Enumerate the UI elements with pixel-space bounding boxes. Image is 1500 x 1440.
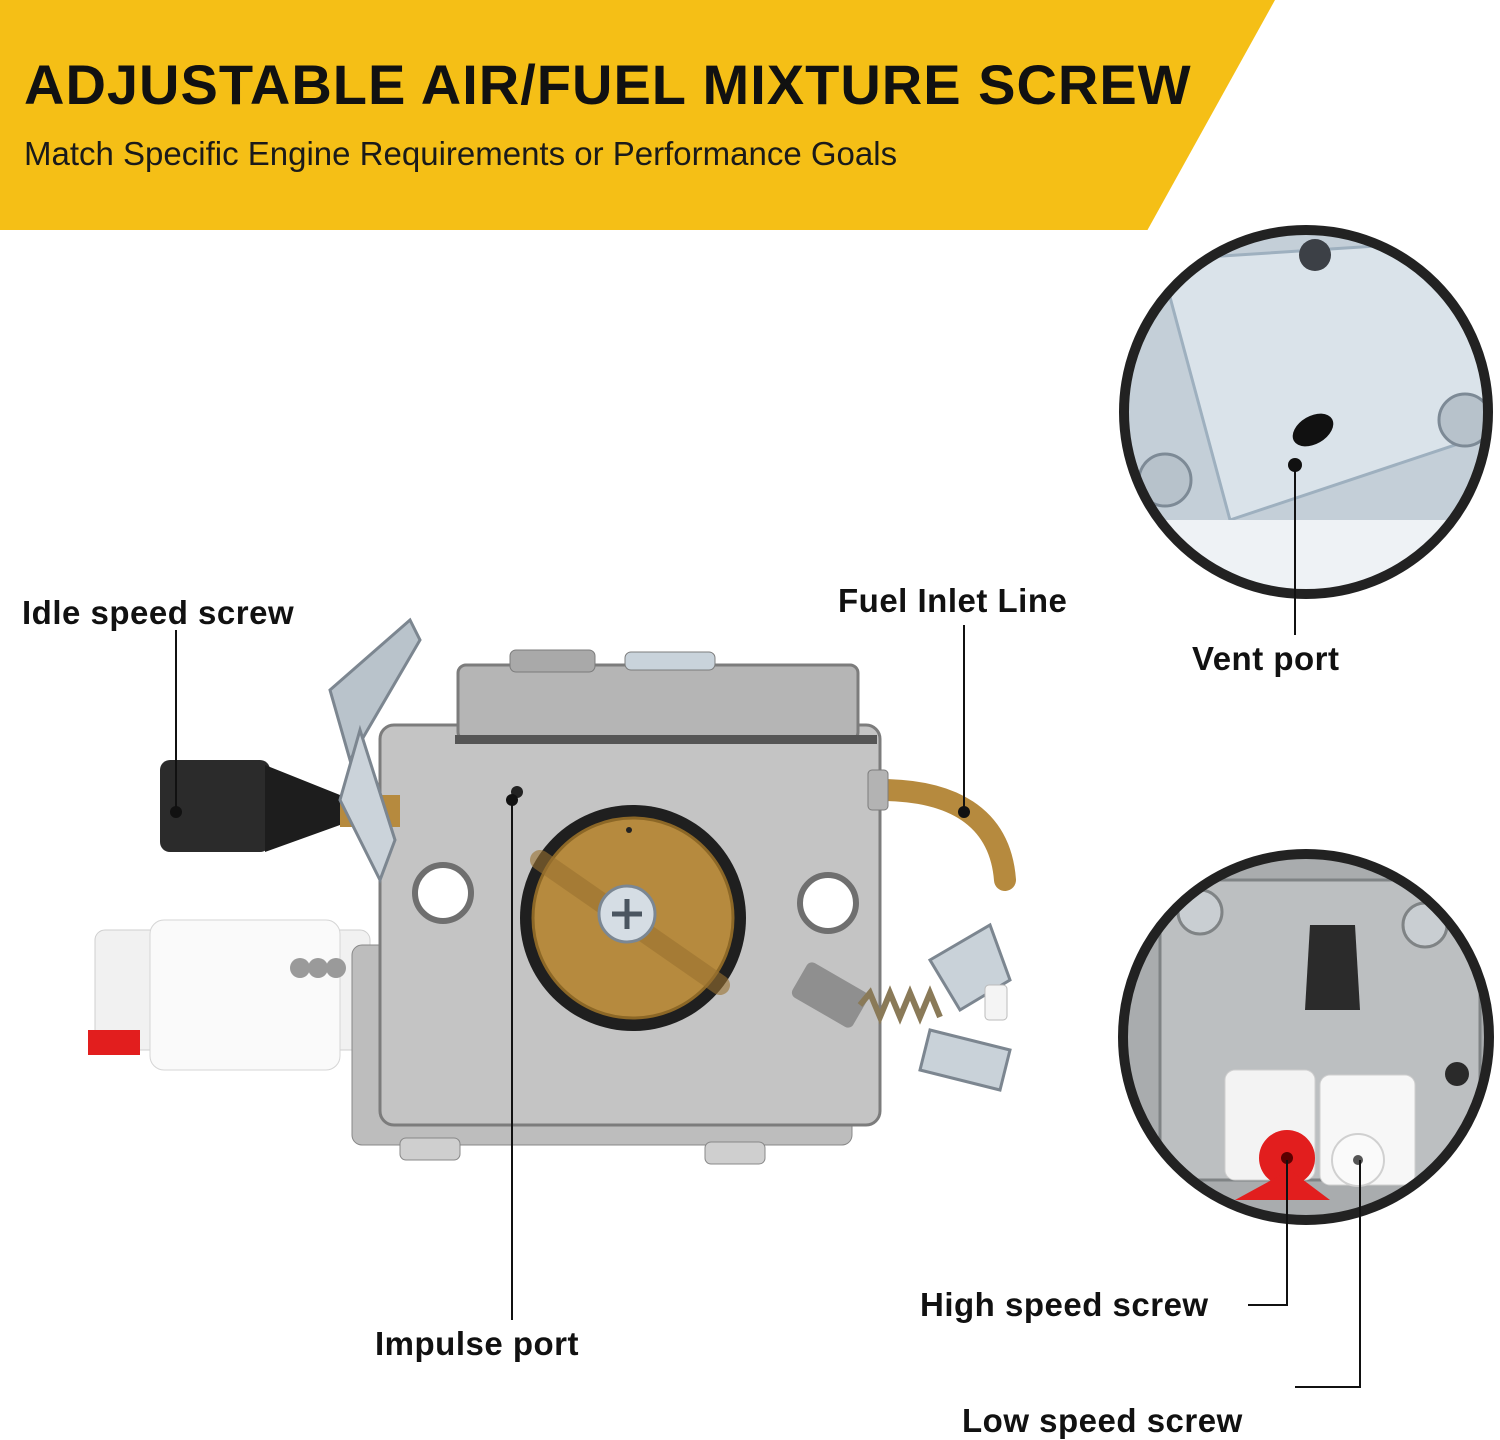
fuel-inlet-marker bbox=[958, 806, 970, 818]
carburetor-image bbox=[88, 617, 1016, 1165]
idle-speed-label: Idle speed screw bbox=[22, 594, 295, 631]
page-title: ADJUSTABLE AIR/FUEL MIXTURE SCREW bbox=[24, 53, 1192, 116]
idle-speed-marker bbox=[170, 806, 182, 818]
vent-port-label: Vent port bbox=[1192, 640, 1340, 677]
impulse-port-marker bbox=[506, 794, 518, 806]
header-banner bbox=[0, 0, 1275, 230]
fuel-inlet-label: Fuel Inlet Line bbox=[838, 582, 1068, 619]
screw-head-icon bbox=[612, 899, 642, 929]
vent-port-detail bbox=[1119, 225, 1493, 599]
vent-port-marker bbox=[1288, 458, 1302, 472]
callout-lines bbox=[175, 465, 1361, 1388]
low-speed-label: Low speed screw bbox=[962, 1402, 1243, 1439]
high-speed-label: High speed screw bbox=[920, 1286, 1209, 1323]
page-subtitle: Match Specific Engine Requirements or Pe… bbox=[24, 135, 898, 172]
speed-screws-detail bbox=[1118, 849, 1494, 1225]
red-cap-icon bbox=[88, 1030, 140, 1055]
impulse-port-label: Impulse port bbox=[375, 1325, 580, 1362]
